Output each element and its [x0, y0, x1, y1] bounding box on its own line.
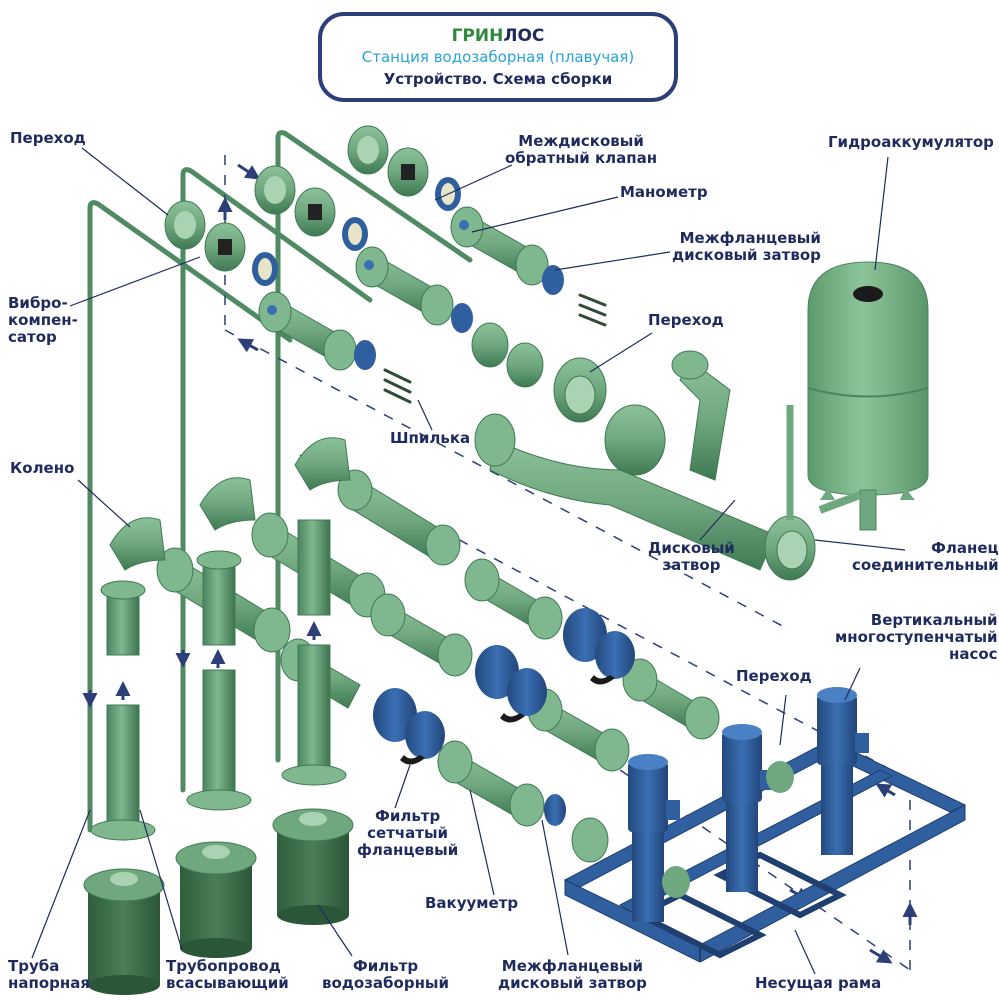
discharge-pipes	[87, 130, 473, 833]
label-line: Вибро-	[8, 294, 68, 312]
label-perekhod-mid: Переход	[648, 312, 724, 329]
header-manifold	[474, 350, 816, 581]
label-line: Фильтр	[352, 957, 419, 975]
label-manometr: Манометр	[620, 184, 708, 201]
label-line: сетчатый	[367, 824, 449, 842]
label-line: напорная	[8, 974, 91, 992]
label-line: Междисковый	[518, 132, 644, 150]
label-vakuummetr: Вакууметр	[425, 895, 518, 912]
label-line: дисковый затвор	[672, 246, 821, 264]
brand-green: ГРИН	[451, 26, 504, 46]
label-line: насос	[948, 645, 998, 663]
label-line: водозаборный	[322, 974, 450, 992]
subtitle: Станция водозаборная (плавучая)	[361, 48, 635, 66]
label-line: Гидроаккумулятор	[828, 133, 994, 151]
upper-manifold-components	[164, 125, 666, 476]
pumps	[628, 687, 869, 922]
label-line: Труба	[8, 957, 60, 975]
label-line: соединительный	[852, 556, 999, 574]
label-line: Переход	[736, 667, 812, 685]
label-line: Межфланцевый	[501, 957, 644, 975]
label-line: многоступенчатый	[835, 628, 998, 646]
hydro-accumulator	[786, 261, 929, 531]
label-line: дисковый затвор	[498, 974, 647, 992]
label-line: обратный клапан	[505, 149, 658, 167]
leader-lines	[31, 147, 906, 975]
label-line: компен-	[8, 311, 78, 329]
label-line: Переход	[10, 129, 86, 147]
caption: Устройство. Схема сборки	[383, 70, 613, 88]
label-nesushchaya-rama: Несущая рама	[755, 975, 881, 992]
direction-arrows	[82, 163, 918, 964]
label-vibrokompensator: Вибро-компен-сатор	[8, 295, 78, 346]
vertical-suction-pipes	[90, 519, 347, 841]
brand-dark: ЛОС	[503, 26, 545, 46]
label-line: Манометр	[620, 183, 708, 201]
label-line: Переход	[648, 311, 724, 329]
label-shpilka: Шпилька	[390, 430, 470, 447]
title-box: ГРИНЛОС Станция водозаборная (плавучая) …	[318, 12, 678, 102]
label-line: Дисковый	[648, 539, 735, 557]
label-line: Фланец	[931, 539, 999, 557]
label-line: Колено	[10, 459, 75, 477]
label-line: Трубопровод	[166, 957, 281, 975]
brand-title: ГРИНЛОС	[322, 26, 674, 46]
label-gidroakkumulyator: Гидроаккумулятор	[828, 134, 994, 151]
label-line: Вертикальный	[870, 611, 998, 629]
label-line: Шпилька	[390, 429, 471, 447]
strainer-handles	[400, 675, 615, 765]
label-line: фланцевый	[357, 841, 459, 859]
label-line: Несущая рама	[755, 974, 882, 992]
label-line: сатор	[8, 328, 57, 346]
label-line: Межфланцевый	[679, 229, 821, 247]
intake-filters	[83, 808, 354, 995]
label-line: затвор	[662, 556, 721, 574]
label-line: всасывающий	[166, 974, 289, 992]
label-line: Фильтр	[374, 807, 441, 825]
label-perekhod-pump: Переход	[736, 668, 812, 685]
label-koleno: Колено	[10, 460, 74, 477]
label-line: Вакууметр	[425, 894, 519, 912]
elbows	[109, 437, 351, 571]
strainers	[373, 608, 635, 826]
label-perekhod-top-left: Переход	[10, 130, 86, 147]
